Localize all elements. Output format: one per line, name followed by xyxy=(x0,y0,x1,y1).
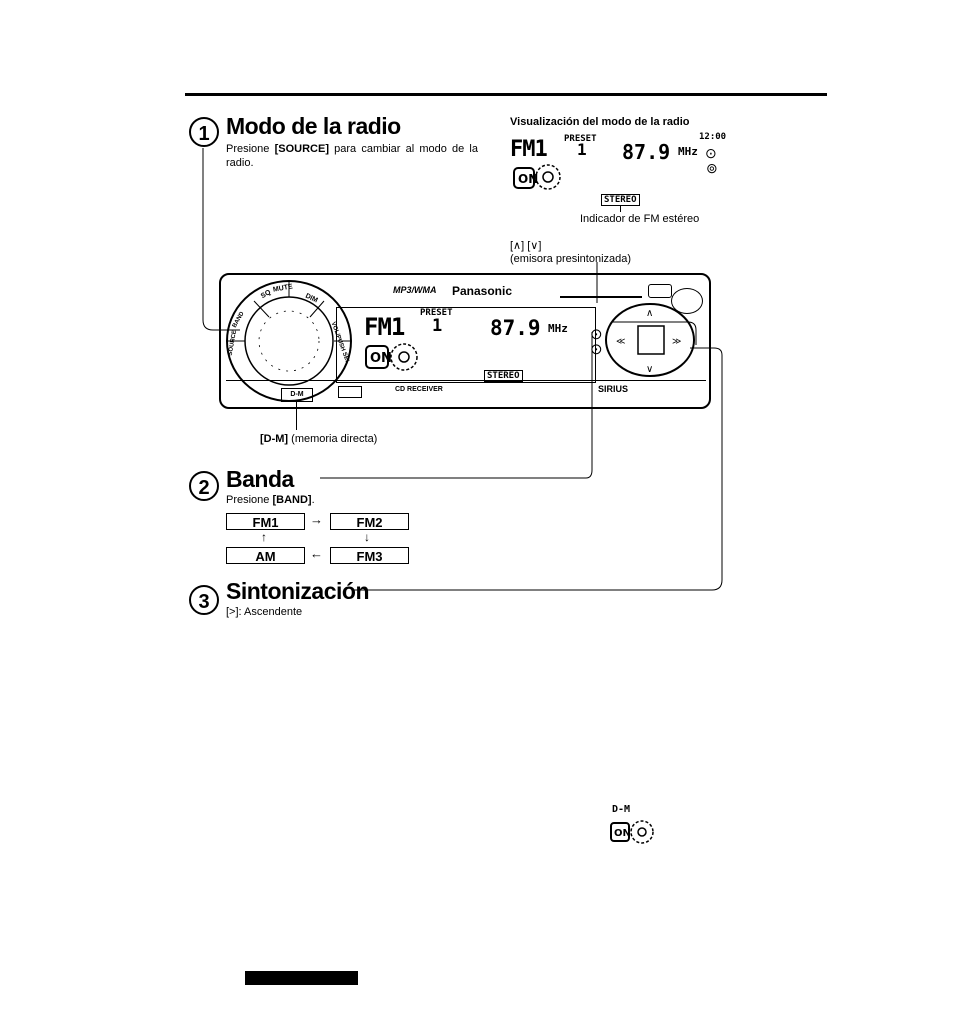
arrow-up: ↑ xyxy=(261,530,267,544)
step-number-3: 3 xyxy=(189,585,219,615)
display-disc-icon: ⊙ xyxy=(705,145,717,161)
section2-title: Banda xyxy=(226,466,294,492)
panel-preset-num: 1 xyxy=(432,316,443,336)
svg-text:∨: ∨ xyxy=(646,364,653,375)
section3-text: [>]: Ascendente xyxy=(226,606,303,618)
display-preset-label: PRESET xyxy=(564,134,597,144)
panel-sirius-logo: SIRIUS xyxy=(598,384,629,394)
band-key: [BAND] xyxy=(272,494,312,506)
panel-band: FM1 xyxy=(364,313,405,341)
panel-strip-divider xyxy=(226,380,706,381)
display-preset-num: 1 xyxy=(577,140,587,159)
band-fm3: FM3 xyxy=(330,547,409,564)
display-freq: 87.9 xyxy=(622,140,671,164)
step-number-2: 2 xyxy=(189,471,219,501)
step-number-1: 1 xyxy=(189,117,219,147)
display-clock: 12:00 xyxy=(699,132,727,142)
svg-text:∧: ∧ xyxy=(646,308,653,319)
panel-bottom-strip: CD RECEIVER xyxy=(395,386,443,393)
mix-button[interactable] xyxy=(338,386,362,398)
display-disc-icon-2: ⊚ xyxy=(706,160,718,176)
lower-on-dial-icon: ON xyxy=(610,820,654,844)
svg-text:ON: ON xyxy=(614,828,631,839)
top-rule xyxy=(185,93,827,96)
panel-lcd-window xyxy=(336,307,596,383)
panel-brand-logo: Panasonic xyxy=(452,284,513,298)
dm-leader xyxy=(296,400,297,430)
panel-freq: 87.9 xyxy=(490,316,541,340)
preset-keys: [∧] [∨] xyxy=(510,240,542,252)
panel-stereo: STEREO xyxy=(484,370,523,382)
tune-control-pad[interactable]: ∧ ∨ ≪ ≫ xyxy=(604,302,708,378)
panel-logo-strip xyxy=(560,286,642,298)
lower-dm-label: D-M xyxy=(612,804,631,815)
source-key: [SOURCE] xyxy=(274,143,329,155)
svg-text:≪: ≪ xyxy=(616,337,625,347)
section1-text: Presione [SOURCE] para cambiar al modo d… xyxy=(226,143,478,169)
page-tab-bar xyxy=(245,971,358,985)
arrow-down: ↓ xyxy=(364,530,370,544)
stereo-leader xyxy=(620,205,621,212)
band-am: AM xyxy=(226,547,305,564)
display-on-dial-icon: ON xyxy=(513,164,561,190)
band-fm2: FM2 xyxy=(330,513,409,530)
svg-text:≫: ≫ xyxy=(672,337,681,347)
display-band: FM1 xyxy=(510,137,548,162)
arrow-left: ← xyxy=(310,546,323,561)
dm-button[interactable]: D-M xyxy=(281,388,313,402)
panel-on-dial-icon: ON xyxy=(365,343,418,371)
arrow-right: → xyxy=(310,512,323,527)
svg-text:ON: ON xyxy=(370,351,392,366)
svg-text:ON: ON xyxy=(518,172,538,186)
panel-disc-icon-2: ⊙ xyxy=(590,341,603,358)
panel-disc-icon: ⊙ xyxy=(590,326,603,343)
stereo-caption: Indicador de FM estéreo xyxy=(580,213,700,225)
display-heading: Visualización del modo de la radio xyxy=(510,116,690,128)
preset-caption: (emisora presintonizada) xyxy=(510,253,632,265)
section3-title: Sintonización xyxy=(226,578,370,604)
section2-text: Presione [BAND]. xyxy=(226,494,315,506)
car-stereo-faceplate xyxy=(219,273,711,409)
eject-button[interactable] xyxy=(671,288,703,314)
dm-note: [D-M] (memoria directa) xyxy=(260,433,378,445)
band-fm1: FM1 xyxy=(226,513,305,530)
panel-unit: MHz xyxy=(548,322,568,335)
menu-button[interactable] xyxy=(648,284,672,298)
panel-preset-label: PRESET xyxy=(420,308,453,318)
section1-title: Modo de la radio xyxy=(226,113,401,139)
display-unit: MHz xyxy=(678,145,698,158)
panel-format-logo: MP3/WMA xyxy=(393,285,437,295)
